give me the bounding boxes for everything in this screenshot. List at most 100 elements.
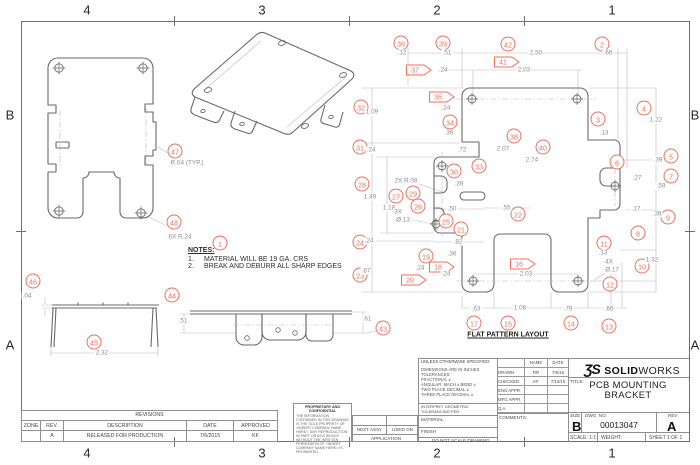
balloon-28: 28 xyxy=(354,176,370,192)
dimension-text: 2.74 xyxy=(524,156,540,164)
dimension-text: 1.32 xyxy=(644,256,660,264)
flag-balloon-20: 20 xyxy=(401,274,427,286)
dimension-text: 3X xyxy=(393,208,403,216)
notes-heading: NOTES: xyxy=(188,247,215,254)
zone-tick xyxy=(174,16,175,26)
proprietary-title: PROPRIETARY AND CONFIDENTIAL xyxy=(304,405,341,413)
dimension-text: .66 xyxy=(602,49,614,57)
svg-text:16: 16 xyxy=(515,262,523,269)
dimension-text: .61 xyxy=(361,315,373,323)
balloon-26: 26 xyxy=(410,198,426,214)
balloon-43: 43 xyxy=(375,320,391,336)
dimension-text: .04 xyxy=(21,292,33,300)
proprietary-body: THE INFORMATION CONTAINED IN THIS DRAWIN… xyxy=(296,414,349,454)
dwg-no-value: 00013047 xyxy=(600,420,638,430)
zone-label-right: A xyxy=(690,337,700,353)
top-view-drawing xyxy=(47,57,169,227)
dimension-text: 1.08 xyxy=(512,304,528,312)
dimension-text: .17 xyxy=(630,205,642,213)
zone-tick xyxy=(16,231,26,232)
material-label: MATERIAL xyxy=(421,417,444,422)
balloon-39: 39 xyxy=(435,35,451,51)
dimension-text: .55 xyxy=(500,204,512,212)
balloon-48: 48 xyxy=(166,214,182,230)
tolerance-block: UNLESS OTHERWISE SPECIFIED: DIMENSIONS A… xyxy=(418,358,497,442)
logo-solid: SOLID xyxy=(604,365,639,377)
balloon-1: 1 xyxy=(212,235,228,251)
flag-balloon-37: 37 xyxy=(406,64,432,76)
dimension-text: .27 xyxy=(631,174,643,182)
logo-works: WORKS xyxy=(638,365,681,377)
dimension-text: 4X xyxy=(604,258,614,266)
balloon-9: 9 xyxy=(660,209,676,225)
callout-text: R.04 (TYP.) xyxy=(170,159,204,167)
balloon-19: 19 xyxy=(418,248,434,264)
zone-label-right: B xyxy=(690,107,700,123)
zone-label-bottom: 2 xyxy=(433,445,441,461)
finish-label: FINISH xyxy=(421,429,437,434)
balloon-15: 15 xyxy=(500,315,516,331)
balloon-47: 47 xyxy=(167,143,183,159)
svg-text:18: 18 xyxy=(434,265,442,272)
revisions-title: REVISIONS xyxy=(22,411,277,421)
dimension-text: .51 xyxy=(177,317,189,325)
balloon-32: 32 xyxy=(353,99,369,115)
dimension-text: 2.50 xyxy=(528,49,544,57)
note-item: 1.MATERIAL WILL BE 19 GA. CRS xyxy=(188,255,308,263)
dimension-text: .24 xyxy=(440,270,452,278)
used-on-label: USED ON xyxy=(392,427,413,432)
balloon-36: 36 xyxy=(393,35,409,51)
note-item: 2.BREAK AND DEBURR ALL SHARP EDGES xyxy=(188,263,342,270)
next-assy-label: NEXT ASSY xyxy=(356,427,383,432)
dimension-text: .13 xyxy=(597,249,609,257)
zone-label-left: A xyxy=(5,337,15,353)
balloon-6: 6 xyxy=(609,154,625,170)
dimension-text: 1.18 xyxy=(381,204,397,212)
balloon-34: 34 xyxy=(442,114,458,130)
dimension-text: .66 xyxy=(603,305,615,313)
weight-label: WEIGHT: xyxy=(601,435,622,441)
callout-text: 6X R.24 xyxy=(168,233,192,241)
zone-tick xyxy=(349,16,350,26)
balloon-13: 13 xyxy=(601,318,617,334)
zone-label-bottom: 1 xyxy=(608,445,616,461)
approval-row: MFG APPR. xyxy=(497,395,568,404)
balloon-4: 4 xyxy=(636,100,652,116)
dimension-text: 1.09 xyxy=(364,108,380,116)
zone-tick xyxy=(524,16,525,26)
comments-label: COMMENTS: xyxy=(499,415,528,420)
balloon-42: 42 xyxy=(500,36,516,52)
zone-label-top: 3 xyxy=(258,2,266,18)
application-block: NEXT ASSY USED ON APPLICATION xyxy=(352,415,419,442)
zone-tick xyxy=(174,437,175,447)
dimension-text: .24 xyxy=(414,264,426,272)
proprietary-note: PROPRIETARY AND CONFIDENTIAL THE INFORMA… xyxy=(293,403,352,454)
dimension-text: .36 xyxy=(446,250,458,258)
dimension-text: 2.32 xyxy=(94,349,110,357)
balloon-3: 3 xyxy=(590,111,606,127)
dimension-text: .12 xyxy=(396,49,408,57)
channel-side-view-drawing xyxy=(42,297,159,356)
dimension-text: .72 xyxy=(456,146,468,154)
flag-balloon-18: 18 xyxy=(429,261,455,273)
balloon-21: 21 xyxy=(453,221,469,237)
dimension-text: .63 xyxy=(470,305,482,313)
drawing-title: PCB MOUNTING BRACKET xyxy=(589,380,667,401)
dimension-text: .24 xyxy=(363,237,375,245)
size-label: SIZE xyxy=(570,413,581,418)
balloon-22: 22 xyxy=(510,206,526,222)
flag-balloon-41: 41 xyxy=(494,56,520,68)
dimension-text: 2.03 xyxy=(516,66,532,74)
dimension-text: 2.03 xyxy=(518,270,534,278)
dimension-text: .39 xyxy=(453,180,465,188)
scale-value: SCALE: 1:1 xyxy=(570,435,597,441)
title-label: TITLE: xyxy=(570,379,584,384)
dimension-text: Ø.17 xyxy=(604,266,620,274)
dimension-text: 2.07 xyxy=(495,145,511,153)
zone-label-bottom: 4 xyxy=(83,445,91,461)
